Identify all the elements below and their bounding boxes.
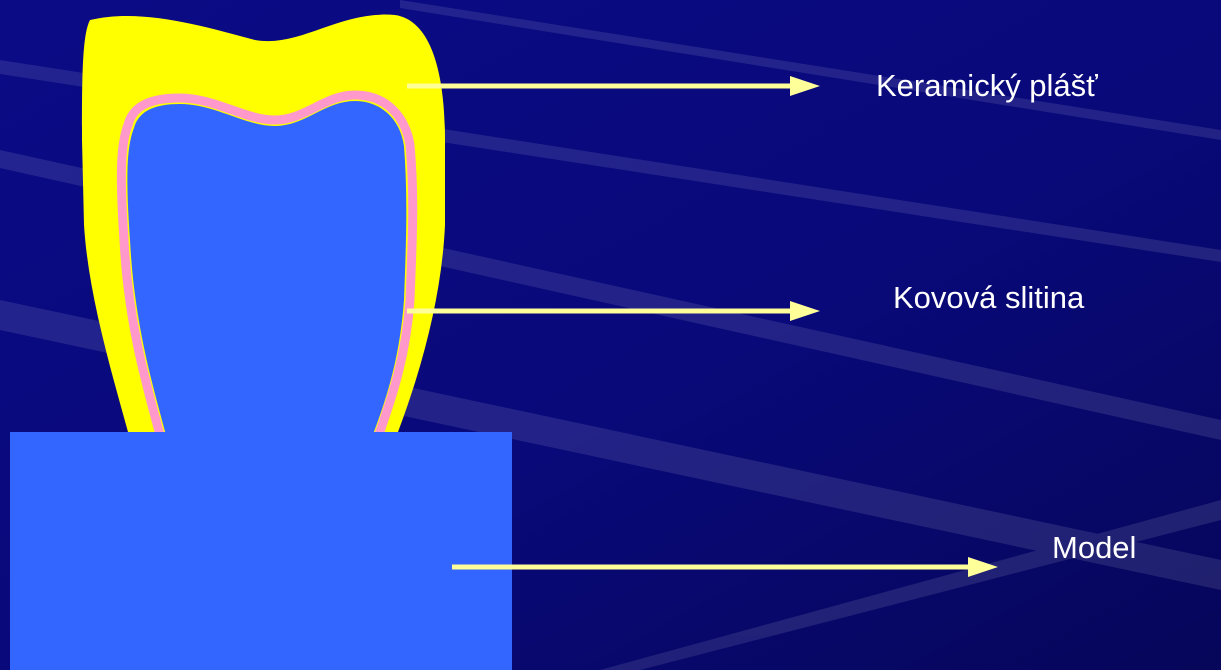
label-model: Model [1052, 530, 1136, 566]
label-metal-alloy: Kovová slitina [893, 280, 1084, 316]
tooth-core-shape [127, 101, 406, 437]
label-ceramic-layer: Keramický plášť [876, 68, 1098, 104]
model-block [10, 432, 512, 670]
